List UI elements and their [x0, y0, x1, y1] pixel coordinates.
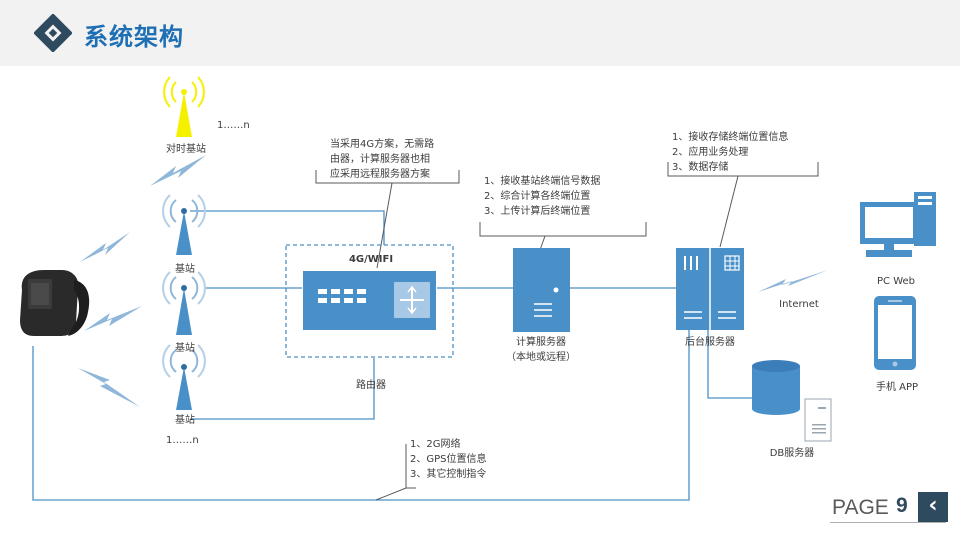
compute-note-line: 1、接收基站终端信号数据: [484, 174, 600, 187]
timing-station-icon: [163, 76, 205, 137]
network-note-line: 2、GPS位置信息: [410, 452, 487, 465]
backend-server-label: 后台服务器: [685, 335, 735, 348]
base-station-count: 1……n: [166, 435, 199, 446]
compute-server-label: 计算服务器: [516, 335, 566, 348]
pc-web-label: PC Web: [877, 276, 915, 287]
compute-note-line: 2、综合计算各终端位置: [484, 189, 590, 202]
base-station-icon: [162, 271, 206, 335]
router-note-line: 当采用4G方案，无需路: [330, 137, 434, 150]
backend-server-icon: [676, 248, 744, 330]
compute-server-icon: [513, 248, 570, 332]
page-title: 系统架构: [84, 23, 184, 51]
base-station-label: 基站: [175, 262, 195, 275]
router-label: 路由器: [356, 378, 386, 391]
chevron-left-icon: ‹: [928, 493, 938, 518]
base-station-icon: [162, 194, 206, 255]
network-note-line: 3、其它控制指令: [410, 467, 486, 480]
router-note-line: 由器，计算服务器也相: [330, 152, 430, 165]
base-station-label: 基站: [175, 413, 195, 426]
network-note-line: 1、2G网络: [410, 437, 460, 450]
pc-monitor-icon: [860, 192, 936, 257]
footer-divider: [830, 522, 946, 523]
base-station-icon: [162, 344, 206, 410]
router-icon: [303, 271, 436, 330]
page-label: PAGE: [832, 496, 889, 519]
router-box-label: 4G/WIFI: [349, 254, 393, 265]
backend-note-line: 3、数据存储: [672, 160, 728, 173]
backend-note-line: 1、接收存储终端位置信息: [672, 130, 788, 143]
mobile-app-label: 手机 APP: [876, 380, 918, 393]
router-note-line: 应采用远程服务器方案: [330, 167, 430, 180]
wireless-signal-icon: [78, 155, 828, 407]
base-station-label: 基站: [175, 341, 195, 354]
backend-note-line: 2、应用业务处理: [672, 145, 748, 158]
compute-note-line: 3、上传计算后终端位置: [484, 204, 590, 217]
mobile-phone-icon: [874, 296, 916, 370]
internet-label: Internet: [779, 299, 819, 310]
logo-icon: [34, 14, 72, 52]
back-button[interactable]: ‹: [918, 492, 948, 522]
timing-station-label: 对时基站: [166, 142, 206, 155]
compute-server-sublabel: （本地或远程）: [506, 350, 576, 363]
timing-station-count: 1……n: [217, 120, 250, 131]
db-server-label: DB服务器: [770, 446, 815, 459]
callout-lines: [315, 162, 819, 501]
smartwatch-icon: [20, 270, 90, 336]
header-bar: [0, 0, 960, 66]
page-number: 9: [896, 494, 908, 517]
database-icon: [752, 360, 832, 442]
